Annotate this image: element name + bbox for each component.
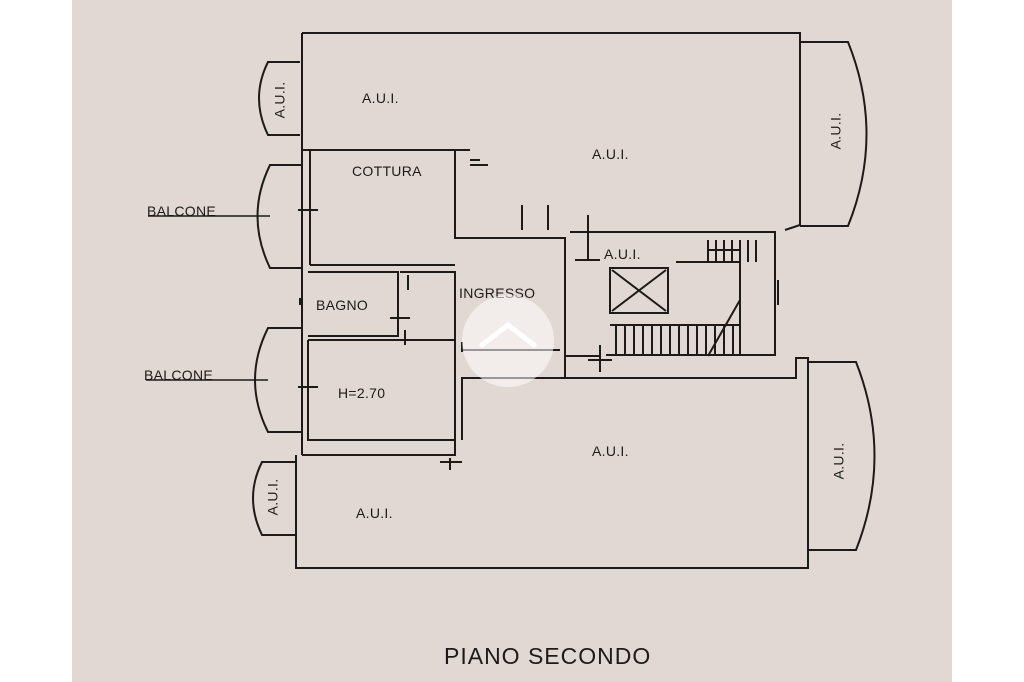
plan-title: PIANO SECONDO [444,643,652,669]
balcony-ne [800,41,868,227]
label-aui-center-stair: A.U.I. [604,246,641,262]
stair-arrow [707,249,741,357]
label-aui-nw-room: A.U.I. [362,90,399,106]
house-watermark-icon [479,321,537,348]
balcony-nw [258,61,300,136]
elevator-shaft [609,267,669,314]
west-wall [301,150,456,456]
door-marks [298,159,779,470]
label-bagno: BAGNO [316,297,369,313]
bathroom-walls [307,271,456,441]
balcony-sw [252,461,296,536]
watermark-badge [462,295,554,387]
label-aui-sw-room: A.U.I. [356,505,393,521]
stair-treads [615,325,734,355]
south-wall [295,356,809,569]
label-balcone-lower: BALCONE [144,367,214,383]
elevator-cross [611,269,667,312]
north-wall [301,32,801,239]
label-aui-south-main: A.U.I. [592,443,629,459]
label-room-height: H=2.70 [338,385,386,401]
label-aui-north-main: A.U.I. [592,146,629,162]
balcony-se [808,361,876,551]
label-balcone-upper: BALCONE [147,203,217,219]
label-cottura: COTTURA [352,163,422,179]
north-inner-walls [309,150,456,265]
